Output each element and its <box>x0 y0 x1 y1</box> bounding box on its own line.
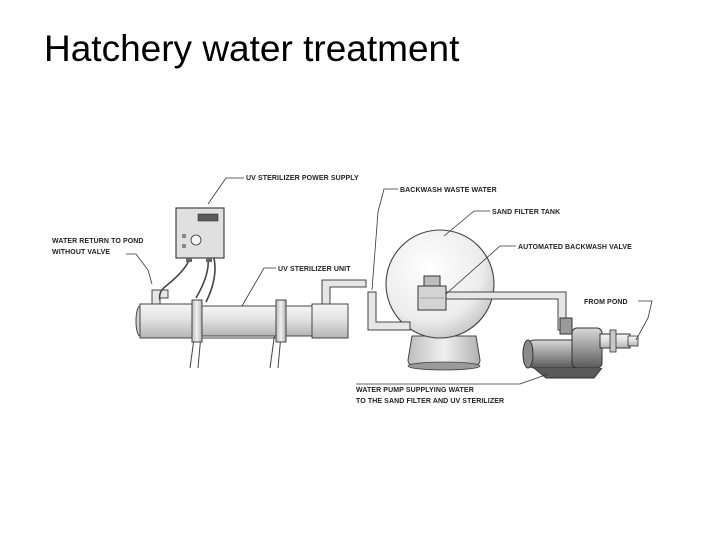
label-water-pump-line1: WATER PUMP SUPPLYING WATER <box>356 387 474 394</box>
uv-power-supply <box>175 207 225 262</box>
label-from-pond: FROM POND <box>584 299 628 306</box>
leader-lines <box>126 177 653 385</box>
uv-sterilizer-unit <box>135 299 349 369</box>
label-uv-sterilizer-unit: UV STERILIZER UNIT <box>278 266 351 273</box>
label-sand-filter-tank: SAND FILTER TANK <box>492 209 560 216</box>
label-water-pump-line2: TO THE SAND FILTER AND UV STERILIZER <box>356 398 504 405</box>
label-water-return-line2: WITHOUT VALVE <box>52 249 110 256</box>
diagram-labels: UV STERILIZER POWER SUPPLY BACKWASH WAST… <box>52 175 632 405</box>
label-water-return-line1: WATER RETURN TO POND <box>52 238 144 245</box>
label-backwash-waste-water: BACKWASH WASTE WATER <box>400 187 497 194</box>
label-automated-backwash-valve: AUTOMATED BACKWASH VALVE <box>518 244 632 251</box>
automated-backwash-valve <box>417 275 447 311</box>
label-uv-power-supply: UV STERILIZER POWER SUPPLY <box>246 175 359 182</box>
water-pump <box>522 317 639 379</box>
slide-title: Hatchery water treatment <box>44 28 460 69</box>
